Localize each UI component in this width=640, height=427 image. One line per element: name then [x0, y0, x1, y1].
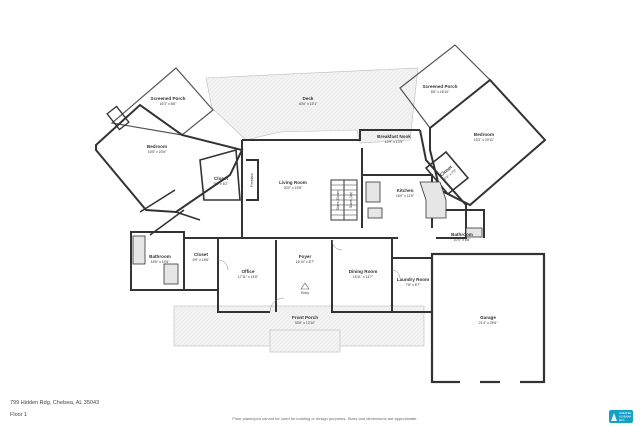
label-bathroom-right: Bathroom [451, 232, 473, 237]
label-entry: Entry [301, 291, 309, 295]
disclaimer-text: Floor plans/your cannot be used for buil… [232, 416, 418, 421]
label-dining-room: Dining Room [349, 269, 378, 274]
label-living-room: Living Room [279, 180, 307, 185]
dims-closet-lower: 6'9" x 15'6" [193, 258, 211, 262]
porch-bench [106, 105, 130, 131]
dims-deck: 40'0" x 15'1" [299, 102, 318, 106]
label-screened-porch-left: Screened Porch [151, 96, 186, 101]
deck-area [205, 67, 419, 144]
left-wing [95, 67, 244, 236]
dims-garage: 21'4" x 25'6" [479, 321, 498, 325]
dims-foyer: 16'10" x 8'7" [296, 260, 315, 264]
label-bedroom-left: Bedroom [147, 144, 167, 149]
label-garage: Garage [480, 315, 496, 320]
logo-mark-icon [611, 413, 617, 421]
label-stairs-down: Stairs (Down) [336, 190, 340, 211]
floor-label: Floor 1 [10, 412, 28, 418]
dims-screened-porch-right: 8'8" x 16'10" [431, 90, 450, 94]
label-laundry-room: Laundry Room [397, 277, 429, 282]
dims-bedroom-right: 15'3" x 20'11" [474, 138, 495, 142]
right-wing [399, 44, 547, 207]
label-kitchen: Kitchen [397, 188, 414, 193]
label-front-porch: Front Porch [292, 315, 318, 320]
screened-porch-left-outline [110, 67, 214, 136]
dims-screened-porch-left: 16'3" x 8'6" [160, 102, 178, 106]
bedroom-right-outline [429, 78, 547, 207]
entry-arrow-icon [300, 282, 310, 290]
dims-breakfast-nook: 12'9" x 13'9" [385, 140, 404, 144]
front-porch-step [269, 329, 341, 353]
stairs [330, 179, 358, 221]
logo-line-1: GREATER [619, 411, 631, 415]
dims-office: 17'11" x 14'8" [238, 275, 259, 279]
label-office: Office [241, 269, 254, 274]
bedroom-left-outline [95, 103, 244, 214]
logo-line-3: MLS [619, 418, 625, 422]
closet-upper-left-outline [199, 148, 241, 201]
dims-living-room: 30'0" x 19'8" [284, 186, 303, 190]
dims-front-porch: 33'6" x 13'10" [295, 321, 316, 325]
label-foyer: Foyer [299, 254, 312, 259]
room-labels: Screened Porch 16'3" x 8'6" Deck 40'0" x… [147, 84, 498, 325]
property-address: 799 Hidden Rdg, Chelsea, AL 35043 [10, 400, 100, 406]
dims-bathroom-right: 10'4" x 8'8" [454, 238, 472, 242]
dims-bedroom-left: 16'5" x 23'6" [148, 150, 167, 154]
label-closet-upper-left: Closet [214, 176, 229, 181]
label-bedroom-right: Bedroom [474, 132, 494, 137]
bath-corridor-walls [139, 189, 201, 236]
garage-outline [430, 252, 546, 384]
main-walls [130, 129, 485, 313]
dims-dining-room: 15'11" x 14'7" [353, 275, 374, 279]
label-deck: Deck [303, 96, 314, 101]
label-fireplace: Fireplace [250, 173, 254, 187]
dims-laundry-room: 7'8" x 8'7" [406, 283, 422, 287]
door-swings [217, 239, 401, 313]
label-screened-porch-right: Screened Porch [423, 84, 458, 89]
label-stairs-up: Stairs (Up) [349, 192, 353, 208]
bath-fixtures [132, 227, 483, 285]
dims-bathroom-left: 16'6" x 15'8" [151, 260, 170, 264]
label-bathroom-left: Bathroom [149, 254, 171, 259]
label-closet-lower: Closet [194, 252, 209, 257]
label-breakfast-nook: Breakfast Nook [377, 134, 411, 139]
dims-closet-upper-left: 9'8" x 6'2" [214, 182, 230, 186]
dims-kitchen: 16'0" x 11'5" [396, 194, 415, 198]
logo-line-2: ALABAMA [619, 414, 632, 418]
mls-logo: GREATER ALABAMA MLS [609, 410, 633, 423]
kitchen-counters [365, 181, 447, 219]
